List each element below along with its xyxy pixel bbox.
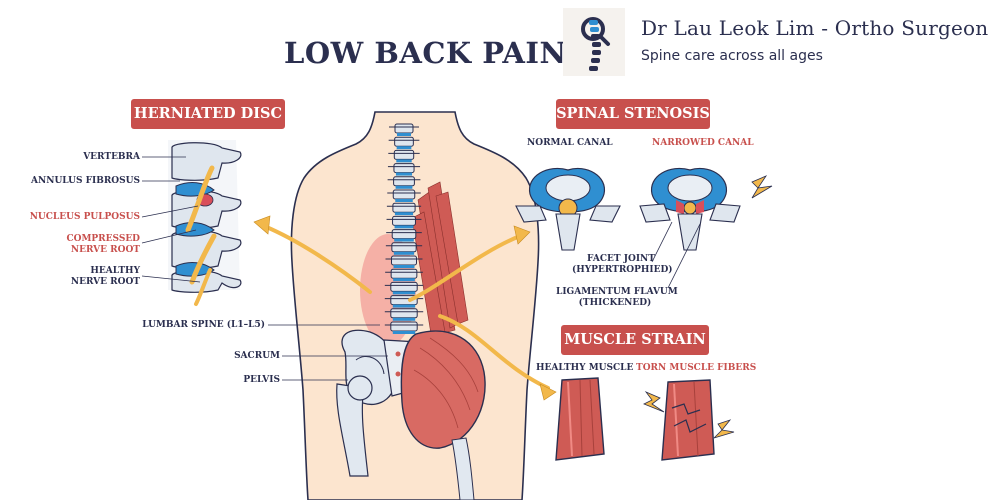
narrowed-canal-illustration [639, 167, 773, 251]
disc-vertebra [171, 142, 242, 181]
ligamentum-flavum-line1: LIGAMENTUM FLAVUM [556, 287, 678, 297]
leader-lines-stenosis [651, 221, 701, 289]
ligamentum-flavum-label: LIGAMENTUM FLAVUM (THICKENED) [556, 287, 678, 309]
spine-disc [392, 291, 416, 295]
spine-disc [397, 133, 411, 136]
healthy-muscle-label: HEALTHY MUSCLE [536, 363, 634, 373]
spine-vertebra [392, 215, 416, 226]
brand-name: Dr Lau Leok Lim - Ortho Surgeon [641, 16, 989, 40]
back-muscles [411, 181, 469, 341]
pointer-arrows [262, 224, 550, 390]
healthy-nerve-root-label: HEALTHY NERVE ROOT [71, 266, 140, 288]
spine-column [384, 123, 424, 334]
normal-canal-label: NORMAL CANAL [527, 138, 613, 148]
spine-disc [396, 146, 412, 150]
spine-vertebra [393, 149, 415, 160]
arrow-heads [253, 215, 557, 401]
facet-joint-line2: (HYPERTROPHIED) [572, 265, 673, 275]
spine-disc [394, 225, 414, 229]
spine-disc [394, 212, 414, 216]
spine-disc [396, 159, 412, 163]
compressed-nerve-root-line1: COMPRESSED [66, 234, 140, 244]
pelvis-bones [336, 329, 419, 477]
spine-disc [395, 185, 413, 189]
pelvis-label: PELVIS [243, 375, 280, 385]
spine-vertebra [391, 229, 417, 240]
normal-canal-illustration [515, 167, 621, 251]
torn-muscle-illustration [643, 379, 735, 461]
spine-vertebra [392, 189, 416, 200]
brand-tagline: Spine care across all ages [641, 48, 823, 64]
spine-disc [393, 265, 415, 268]
spine-vertebra [391, 255, 417, 266]
spine-disc [392, 317, 416, 321]
facet-joint-line1: FACET JOINT [587, 254, 655, 264]
spine-vertebra [390, 281, 418, 292]
spine-vertebra [390, 268, 418, 279]
spine-disc [395, 172, 413, 176]
spine-disc [394, 238, 414, 242]
narrowed-canal-label: NARROWED CANAL [652, 138, 754, 148]
brand-logo [563, 8, 625, 76]
spine-disc [392, 304, 416, 308]
page-title: LOW BACK PAIN [284, 36, 567, 70]
herniated-disc-illustration [168, 140, 242, 306]
spine-vertebra [390, 321, 418, 332]
spine-vertebra [393, 163, 415, 174]
healthy-muscle-illustration [555, 377, 605, 461]
spine-disc [392, 331, 416, 334]
herniated-disc-heading: HERNIATED DISC [131, 99, 285, 129]
vertebra-label: VERTEBRA [83, 152, 140, 162]
lumbar-spine-label: LUMBAR SPINE (L1–L5) [142, 320, 265, 330]
spine-vertebra [393, 176, 415, 187]
facet-joint-label: FACET JOINT (HYPERTROPHIED) [572, 254, 673, 276]
spine-vertebra [390, 308, 418, 319]
spine-vertebra [394, 123, 414, 134]
leader-lines-left [141, 156, 388, 381]
spine-vertebra [392, 202, 416, 213]
healthy-nerve-root-line1: HEALTHY [90, 266, 140, 276]
compressed-nerve-root-label: COMPRESSED NERVE ROOT [66, 234, 140, 256]
annulus-fibrosus-label: ANNULUS FIBROSUS [31, 176, 140, 186]
compressed-nerve-root-line2: NERVE ROOT [70, 245, 140, 255]
muscle-strain-heading: MUSCLE STRAIN [561, 325, 709, 355]
healthy-nerve-root-line2: NERVE ROOT [70, 277, 140, 287]
spine-logo-icon [581, 17, 610, 71]
gluteal-muscle [400, 330, 486, 500]
spine-vertebra [391, 242, 417, 253]
sacrum-label: SACRUM [234, 351, 280, 361]
ligamentum-flavum-line2: (THICKENED) [578, 298, 652, 308]
spine-disc [393, 251, 415, 255]
spine-disc [393, 278, 415, 282]
spine-disc [395, 199, 413, 202]
spine-vertebra [394, 136, 414, 147]
spinal-stenosis-heading: SPINAL STENOSIS [556, 99, 710, 129]
torn-muscle-fibers-label: TORN MUSCLE FIBERS [636, 363, 757, 373]
nucleus-pulposus-label: NUCLEUS PULPOSUS [29, 212, 140, 222]
